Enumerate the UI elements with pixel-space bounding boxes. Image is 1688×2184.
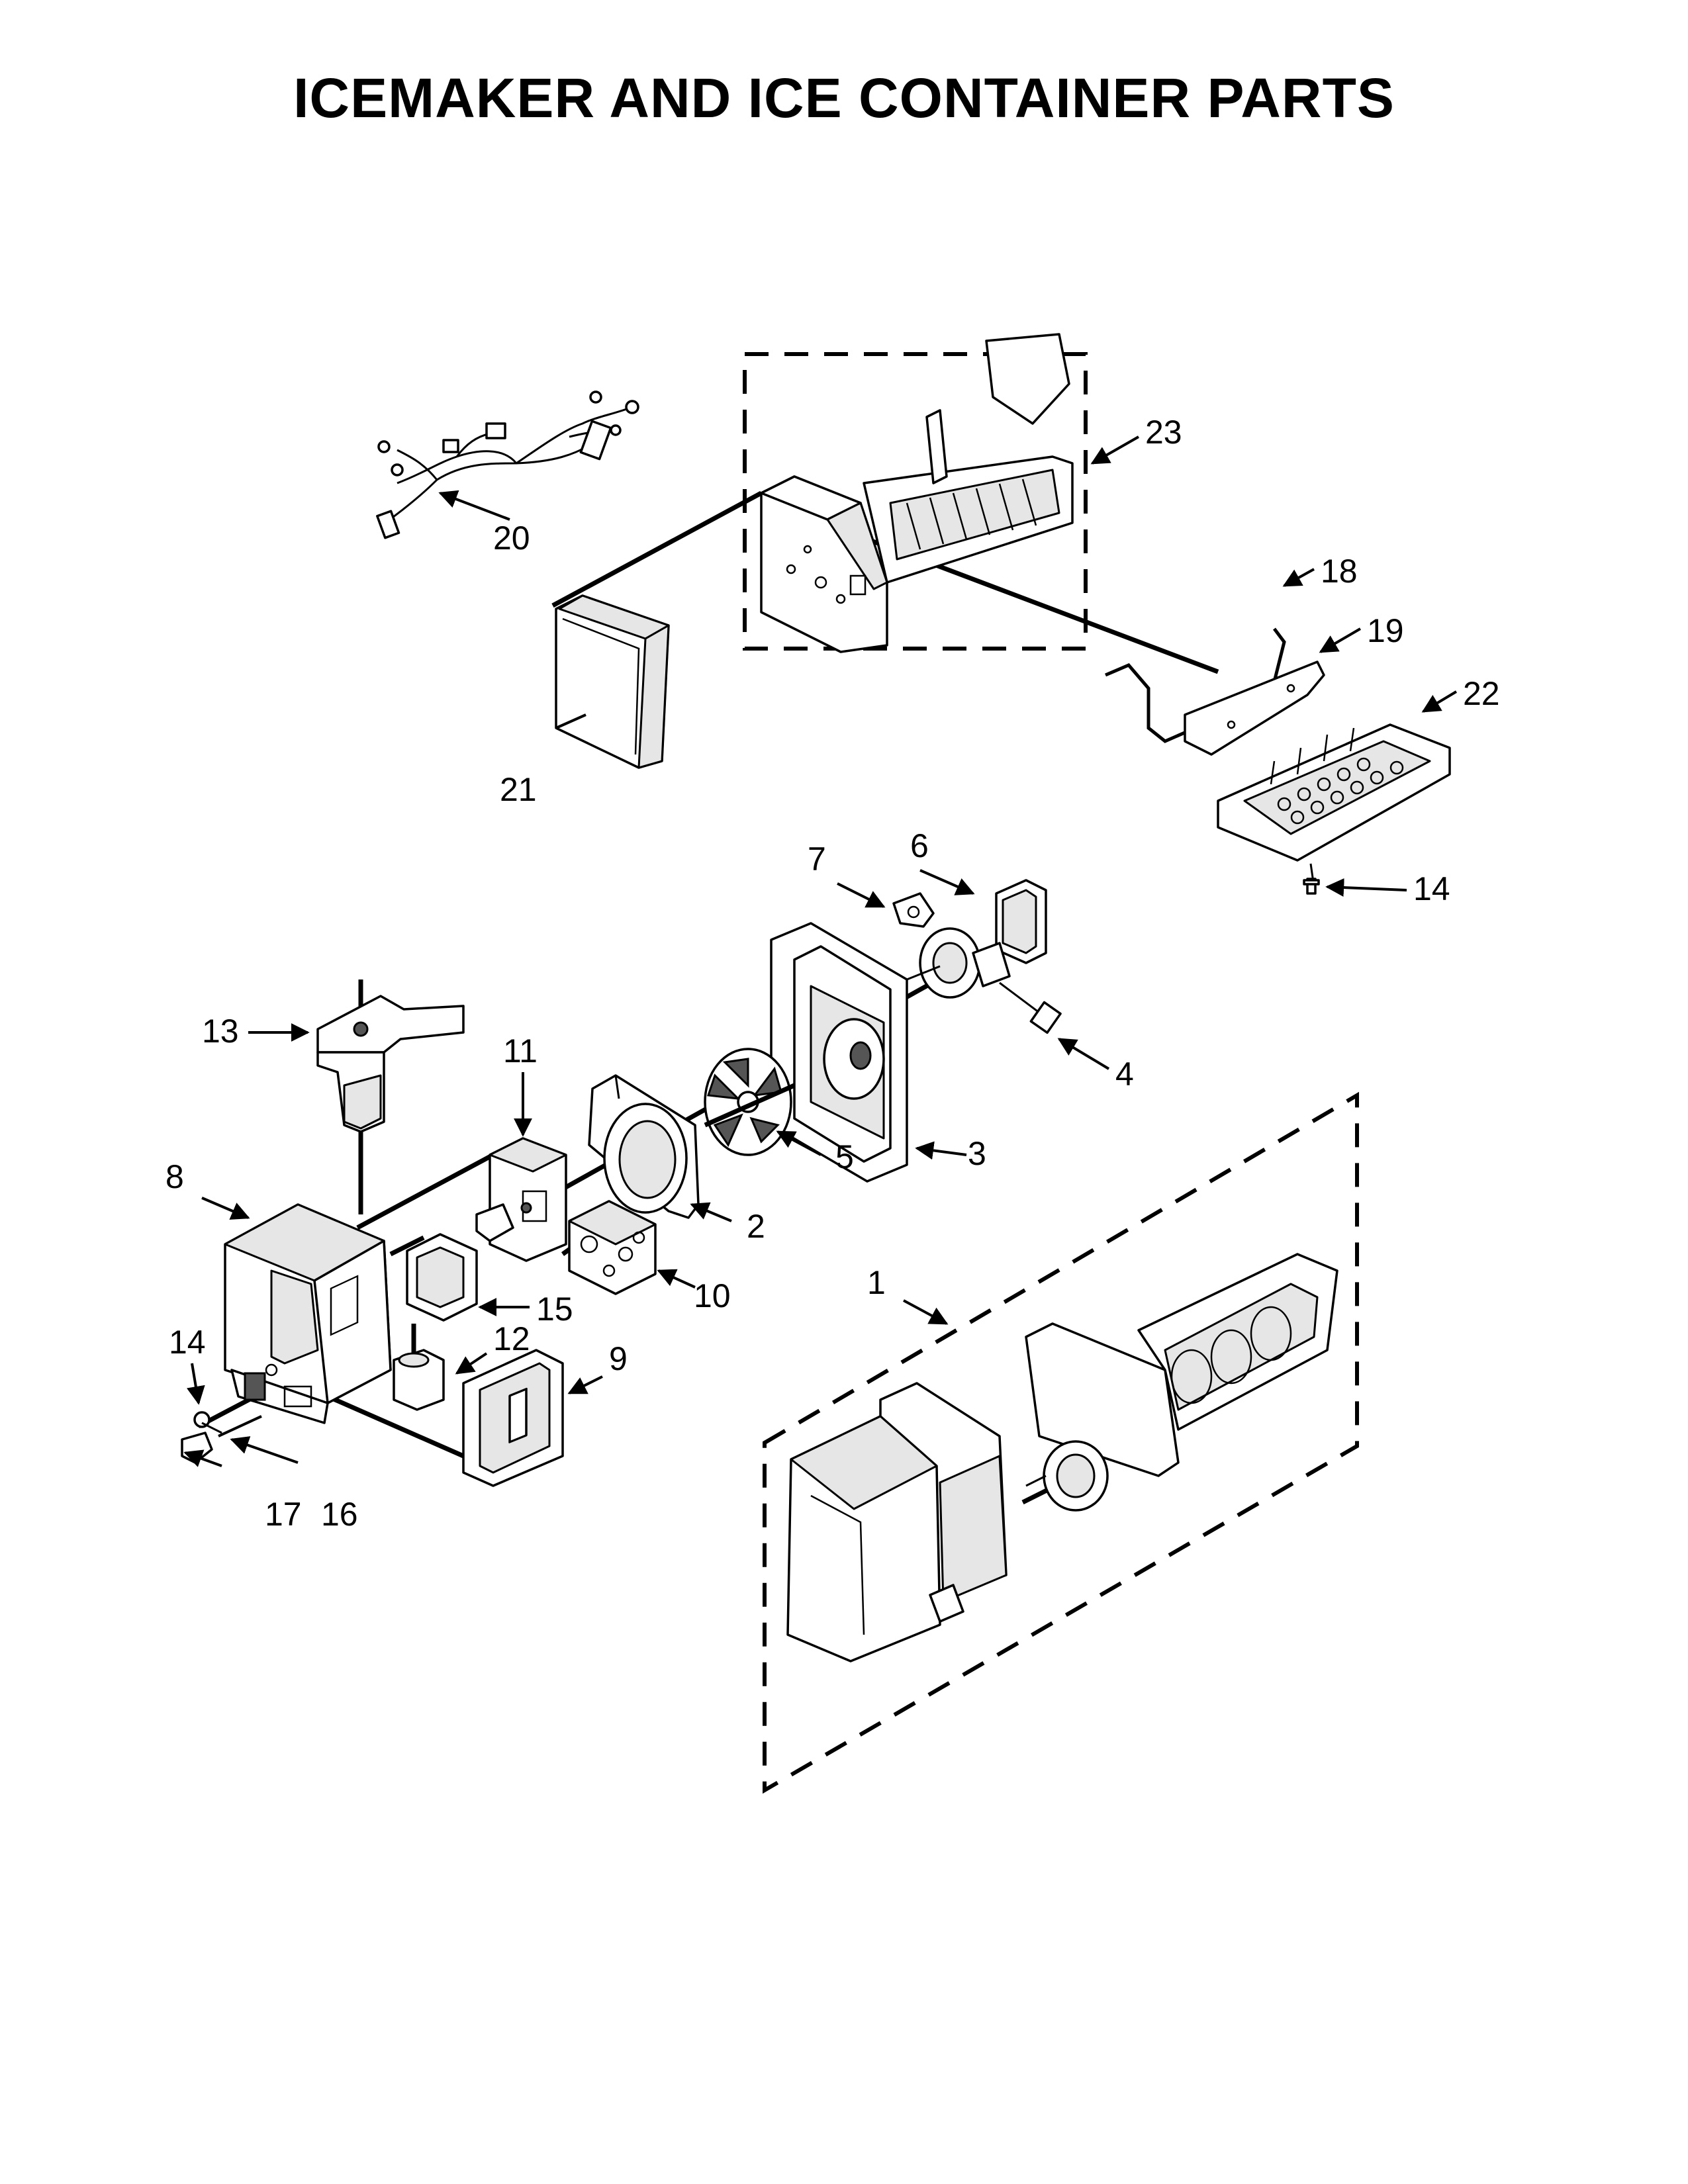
auger-blade-vanes bbox=[706, 1058, 782, 1148]
clip-part[interactable] bbox=[892, 892, 935, 928]
front-plate-part[interactable] bbox=[588, 1074, 700, 1219]
solenoid-part[interactable] bbox=[393, 1324, 445, 1411]
callout-1: 1 bbox=[867, 1264, 886, 1301]
callout-23: 23 bbox=[1145, 414, 1182, 451]
switch-box-part[interactable] bbox=[475, 1137, 567, 1262]
dispenser-housing-bottom-detail bbox=[244, 1363, 312, 1408]
ice-chute-duct-part[interactable] bbox=[316, 995, 465, 1133]
icemaker-control-module-details bbox=[786, 545, 867, 604]
bracket-part[interactable] bbox=[995, 879, 1047, 964]
pin-part[interactable] bbox=[218, 1415, 262, 1437]
screw-part-upper[interactable] bbox=[1303, 878, 1320, 895]
callout-17: 17 bbox=[265, 1496, 302, 1533]
auger-blade-part[interactable] bbox=[704, 1048, 796, 1156]
callout-19: 19 bbox=[1367, 612, 1404, 649]
callout-16: 16 bbox=[321, 1496, 358, 1533]
callout-21: 21 bbox=[500, 771, 537, 808]
icemaker-cover-part[interactable] bbox=[555, 594, 670, 769]
page-title: ICEMAKER AND ICE CONTAINER PARTS bbox=[293, 67, 1395, 129]
shield-part[interactable] bbox=[1184, 660, 1325, 756]
small-bracket-part[interactable] bbox=[406, 1233, 478, 1322]
callout-15: 15 bbox=[536, 1291, 573, 1328]
callout-18: 18 bbox=[1321, 553, 1358, 590]
callout-12: 12 bbox=[493, 1320, 530, 1357]
solenoid-motor-part[interactable] bbox=[568, 1200, 657, 1295]
callout-8: 8 bbox=[165, 1158, 184, 1195]
ice-tray-grid-pegs bbox=[1270, 727, 1404, 825]
callout-4: 4 bbox=[1115, 1056, 1134, 1093]
screw-part-lower[interactable] bbox=[193, 1411, 222, 1434]
leader-arrows bbox=[183, 435, 1458, 1467]
callout-6: 6 bbox=[910, 827, 929, 864]
ice-container-auger-rings bbox=[1170, 1306, 1292, 1404]
icemaker-ice-mold-cavities bbox=[906, 478, 1037, 550]
ice-container-assembly-part[interactable] bbox=[786, 1253, 1338, 1662]
callout-22: 22 bbox=[1463, 675, 1500, 712]
dispenser-housing-part[interactable] bbox=[224, 1203, 392, 1424]
shutoff-arm-part[interactable] bbox=[1105, 627, 1286, 743]
callout-10: 10 bbox=[694, 1277, 731, 1314]
callout-13: 13 bbox=[202, 1013, 239, 1050]
icemaker-part[interactable] bbox=[760, 333, 1074, 653]
callout-3: 3 bbox=[968, 1135, 986, 1172]
callout-labels: 1 2 3 4 5 6 7 8 9 10 11 12 13 14 14 15 1… bbox=[165, 414, 1500, 1533]
ice-container-assembly-dashed-outline bbox=[763, 1091, 1359, 1794]
icemaker-assembly-dashed-outline bbox=[743, 352, 1088, 651]
callout-2: 2 bbox=[747, 1208, 765, 1245]
callout-9: 9 bbox=[609, 1340, 628, 1377]
callout-14-upper: 14 bbox=[1413, 870, 1450, 907]
callout-14-lower: 14 bbox=[169, 1324, 206, 1361]
callout-5: 5 bbox=[835, 1138, 854, 1175]
cover-plate-part[interactable] bbox=[462, 1349, 564, 1487]
ice-tray-part[interactable] bbox=[1217, 723, 1451, 887]
wire-harness-part[interactable] bbox=[376, 390, 639, 539]
motor-part[interactable] bbox=[919, 927, 1062, 1034]
callout-11: 11 bbox=[503, 1032, 538, 1069]
callout-7: 7 bbox=[808, 841, 826, 878]
callout-20: 20 bbox=[493, 520, 530, 557]
